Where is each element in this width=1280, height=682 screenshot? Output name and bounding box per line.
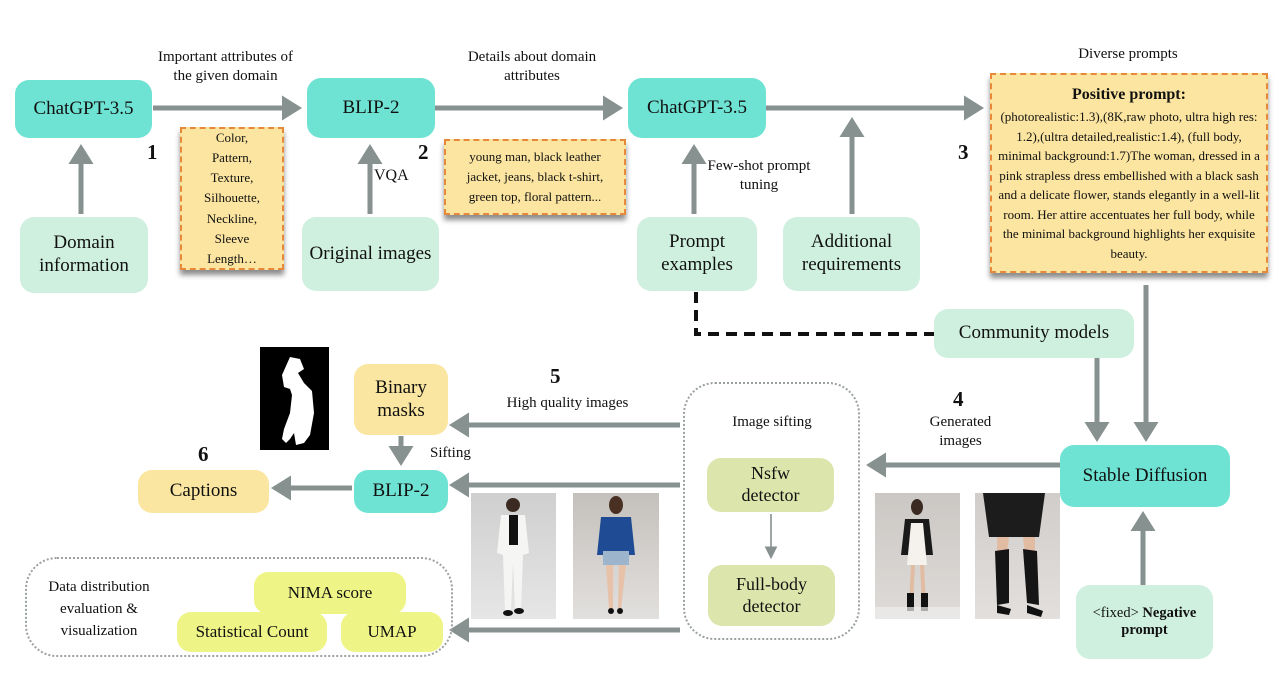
label-data-distribution: Data distribution evaluation & visualiza… — [48, 579, 150, 639]
negative-prompt-node: <fixed> Negative prompt — [1076, 585, 1213, 659]
blip2-node-top-label: BLIP-2 — [342, 96, 400, 118]
additional-requirements-node: Additional requirements — [783, 217, 920, 291]
leather-skirt-boots-icon — [983, 493, 1045, 617]
blip2-node-bottom: BLIP-2 — [354, 470, 448, 513]
community-models-label: Community models — [958, 322, 1110, 344]
mask-silhouette-icon — [282, 357, 314, 445]
label-few-shot: Few-shot prompt tuning — [707, 158, 811, 193]
negative-prompt-label: Negative prompt — [1121, 604, 1197, 638]
nsfw-detector-node: Nsfw detector — [707, 458, 834, 512]
attribute-item: Texture, — [210, 170, 254, 186]
attribute-item: Length… — [207, 250, 257, 266]
prompt-examples-label: Prompt examples — [661, 231, 733, 275]
label-details-about: Details about domain attributes — [467, 49, 597, 84]
positive-prompt-title: Positive prompt: — [1072, 86, 1186, 103]
image-sifting-group — [683, 382, 860, 640]
chatgpt-node-1: ChatGPT-3.5 — [15, 80, 152, 138]
generated-image-leather-jacket — [875, 493, 960, 619]
details-note-text: young man, black leather jacket, jeans, … — [466, 148, 604, 205]
umap-node: UMAP — [341, 612, 443, 652]
step-number-4: 4 — [953, 387, 964, 411]
community-models-node: Community models — [934, 309, 1134, 358]
label-high-quality-images: High quality images — [506, 395, 629, 411]
attribute-item: Neckline, — [206, 210, 258, 226]
step-number-6: 6 — [198, 442, 209, 466]
sample-image-woman-blue-sweater — [573, 493, 659, 619]
attribute-item: Color, — [215, 130, 249, 146]
binary-mask-image — [260, 347, 329, 450]
chatgpt-node-2: ChatGPT-3.5 — [628, 78, 766, 138]
captions-node: Captions — [138, 470, 269, 513]
attribute-item: Pattern, — [211, 150, 253, 166]
nsfw-detector-label: Nsfw detector — [741, 463, 800, 505]
binary-masks-label: Binary masks — [375, 376, 427, 421]
sample-image-man-white-suit — [471, 493, 556, 619]
details-note: young man, black leather jacket, jeans, … — [444, 139, 626, 215]
original-images-node: Original images — [302, 217, 439, 291]
statistical-count-label: Statistical Count — [195, 621, 309, 641]
step-number-5: 5 — [550, 364, 561, 388]
man-figure-icon — [497, 498, 529, 616]
binary-masks-node: Binary masks — [354, 364, 448, 435]
generated-image-leather-boots — [975, 493, 1060, 619]
attribute-item: Silhouette, — [204, 190, 260, 206]
positive-prompt-note: Positive prompt: (photorealistic:1.3),(8… — [990, 73, 1268, 273]
domain-information-node: Domain information — [20, 217, 148, 293]
blip2-node-bottom-label: BLIP-2 — [372, 480, 430, 502]
attributes-note: Color, Pattern, Texture, Silhouette, Necklin… — [180, 127, 284, 270]
positive-prompt-text: (photorealistic:1.3),(8K,raw photo, ultr… — [998, 109, 1260, 261]
dashed-connector-examples-community — [694, 292, 934, 336]
captions-label: Captions — [169, 480, 238, 502]
domain-information-label: Domain information — [39, 232, 129, 276]
nima-score-node: NIMA score — [254, 572, 406, 614]
step-number-2: 2 — [418, 140, 429, 164]
label-diverse-prompts: Diverse prompts — [1078, 46, 1178, 62]
prompt-examples-node: Prompt examples — [637, 217, 757, 291]
chatgpt-node-2-label: ChatGPT-3.5 — [646, 96, 748, 118]
statistical-count-node: Statistical Count — [177, 612, 327, 652]
label-generated-images: Generated images — [929, 414, 992, 449]
attribute-item: Sleeve — [214, 230, 250, 246]
label-sifting: Sifting — [430, 445, 471, 461]
nima-score-label: NIMA score — [287, 582, 373, 602]
additional-requirements-label: Additional requirements — [801, 231, 902, 275]
original-images-label: Original images — [309, 242, 432, 264]
step-number-3: 3 — [958, 140, 969, 164]
negative-prompt-prefix: <fixed> — [1092, 604, 1139, 621]
woman-leather-jacket-icon — [875, 499, 960, 619]
woman-figure-icon — [597, 496, 635, 614]
data-distribution-group — [25, 557, 453, 657]
label-image-sifting: Image sifting — [732, 414, 812, 430]
blip2-node-top: BLIP-2 — [307, 78, 435, 138]
chatgpt-node-1-label: ChatGPT-3.5 — [33, 97, 134, 119]
stable-diffusion-node: Stable Diffusion — [1060, 445, 1230, 507]
umap-label: UMAP — [367, 621, 417, 641]
label-vqa: VQA — [374, 167, 409, 184]
fullbody-detector-node: Full-body detector — [708, 565, 835, 626]
fullbody-detector-label: Full-body detector — [735, 573, 807, 616]
stable-diffusion-label: Stable Diffusion — [1082, 464, 1208, 486]
step-number-1: 1 — [147, 140, 158, 164]
label-important-attributes: Important attributes of the given domain — [158, 49, 293, 84]
